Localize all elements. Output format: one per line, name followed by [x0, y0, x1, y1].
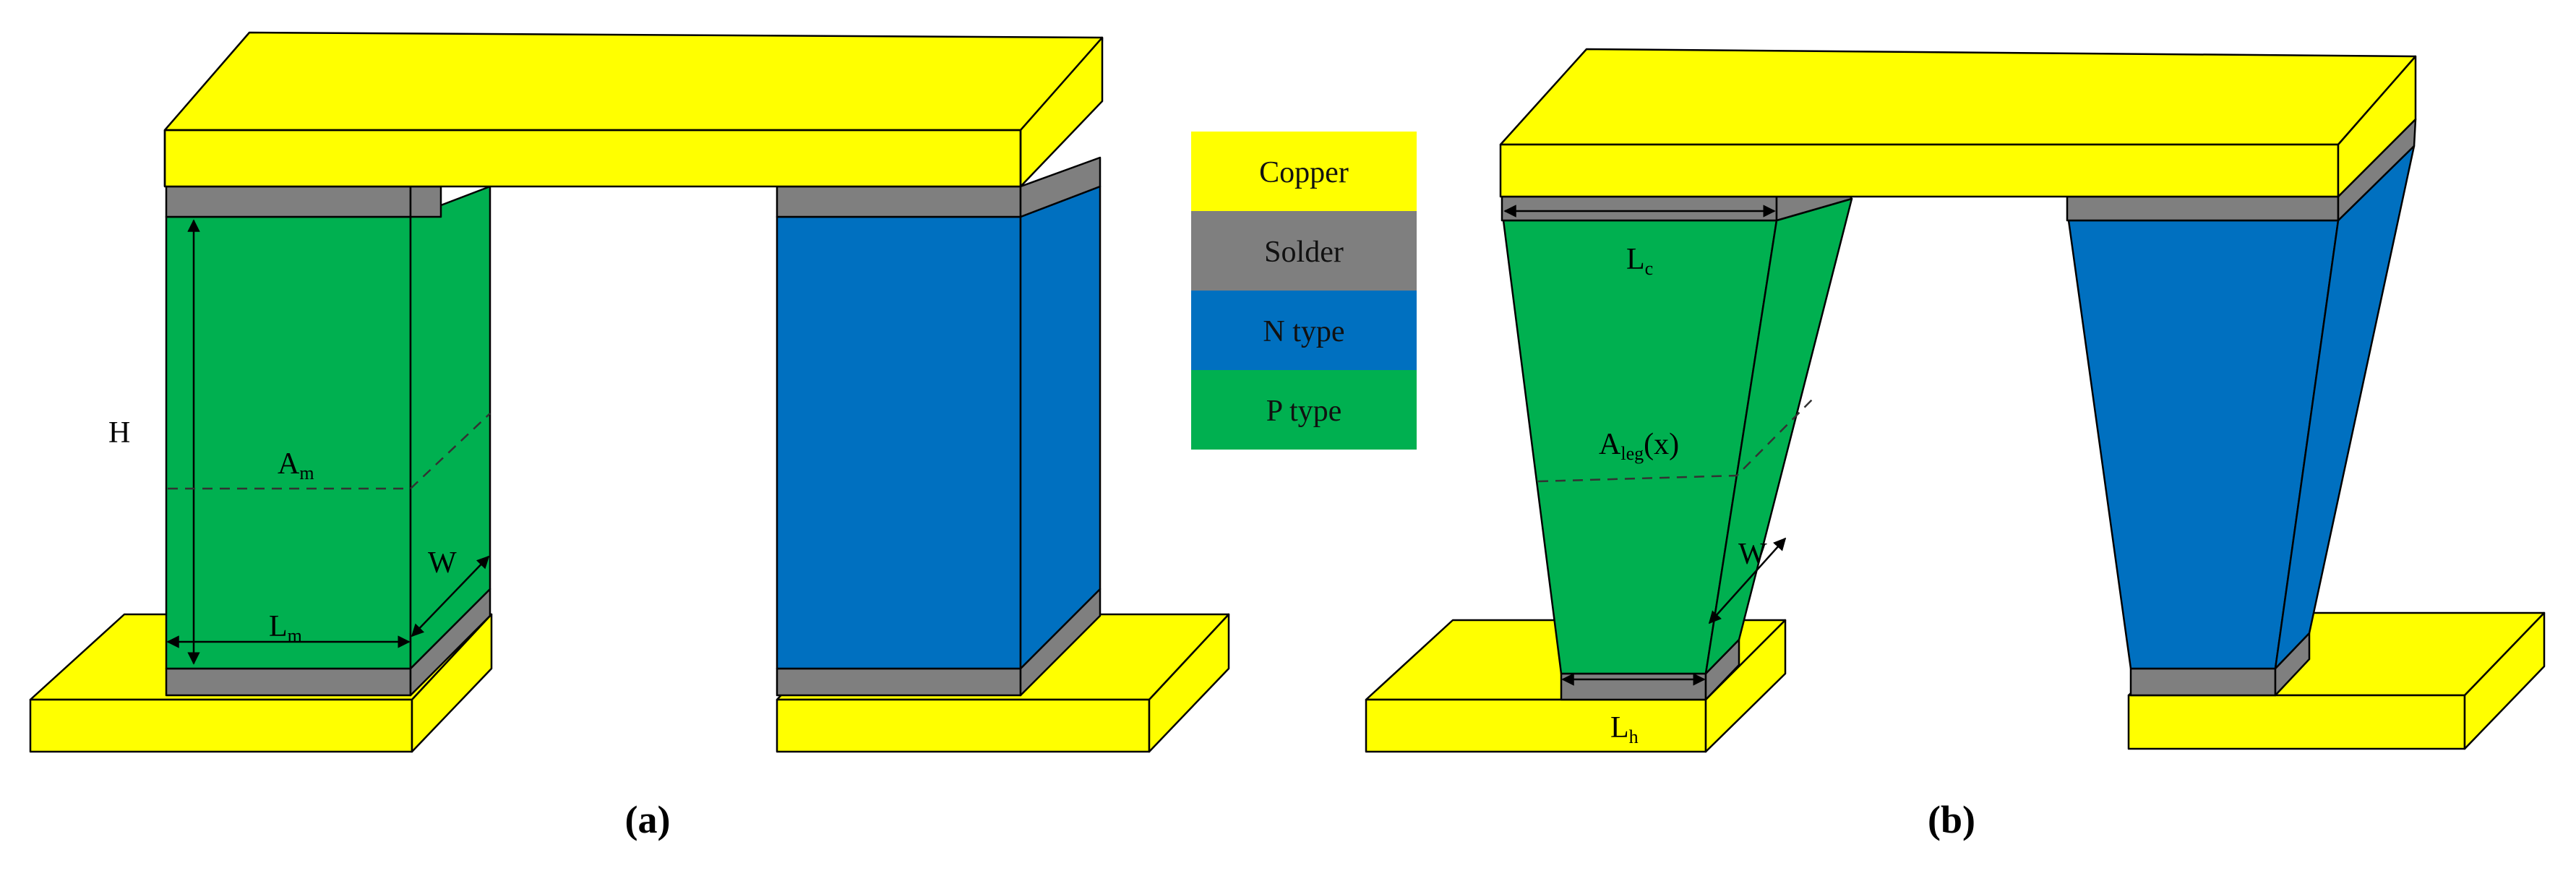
top-copper-b: [1499, 48, 2417, 198]
width-label-b: W: [1738, 538, 1767, 571]
length-label-a: Lm: [269, 610, 302, 646]
caption-a: (a): [625, 798, 671, 841]
panel-b: [1365, 48, 2546, 753]
top-copper-a: [163, 31, 1104, 188]
area-label-a: Am: [278, 447, 314, 484]
n-type-leg-a: [776, 185, 1102, 670]
legend-swatch-ptype: [1191, 370, 1417, 450]
n-type-leg-b: [2067, 145, 2416, 670]
p-type-leg-a: [165, 185, 491, 670]
legend-label-ptype: P type: [1266, 395, 1342, 428]
legend-label-solder: Solder: [1264, 236, 1344, 269]
width-arrow-b: [1708, 537, 1787, 624]
caption-b: (b): [1928, 798, 1975, 841]
dimensions-b: [1503, 205, 1813, 686]
dimensions-a: [166, 219, 491, 665]
legend-swatch-solder: [1191, 211, 1417, 291]
area-section-a: [168, 413, 491, 490]
legend-swatch-ntype: [1191, 291, 1417, 370]
bottom-length-label: Lh: [1610, 711, 1639, 747]
width-label-a: W: [428, 546, 457, 580]
panel-a: [29, 31, 1230, 753]
legend-label-ntype: N type: [1263, 315, 1344, 348]
area-section-b: [1537, 398, 1813, 483]
top-solder-a: [165, 156, 1102, 218]
top-length-label: Lc: [1626, 243, 1653, 279]
area-label-b: Aleg(x): [1599, 428, 1679, 464]
width-arrow-a: [411, 555, 490, 637]
legend-swatch-copper: [1191, 132, 1417, 211]
height-label: H: [108, 416, 130, 450]
legend: [1191, 132, 1417, 450]
legend-label-copper: Copper: [1259, 156, 1349, 189]
